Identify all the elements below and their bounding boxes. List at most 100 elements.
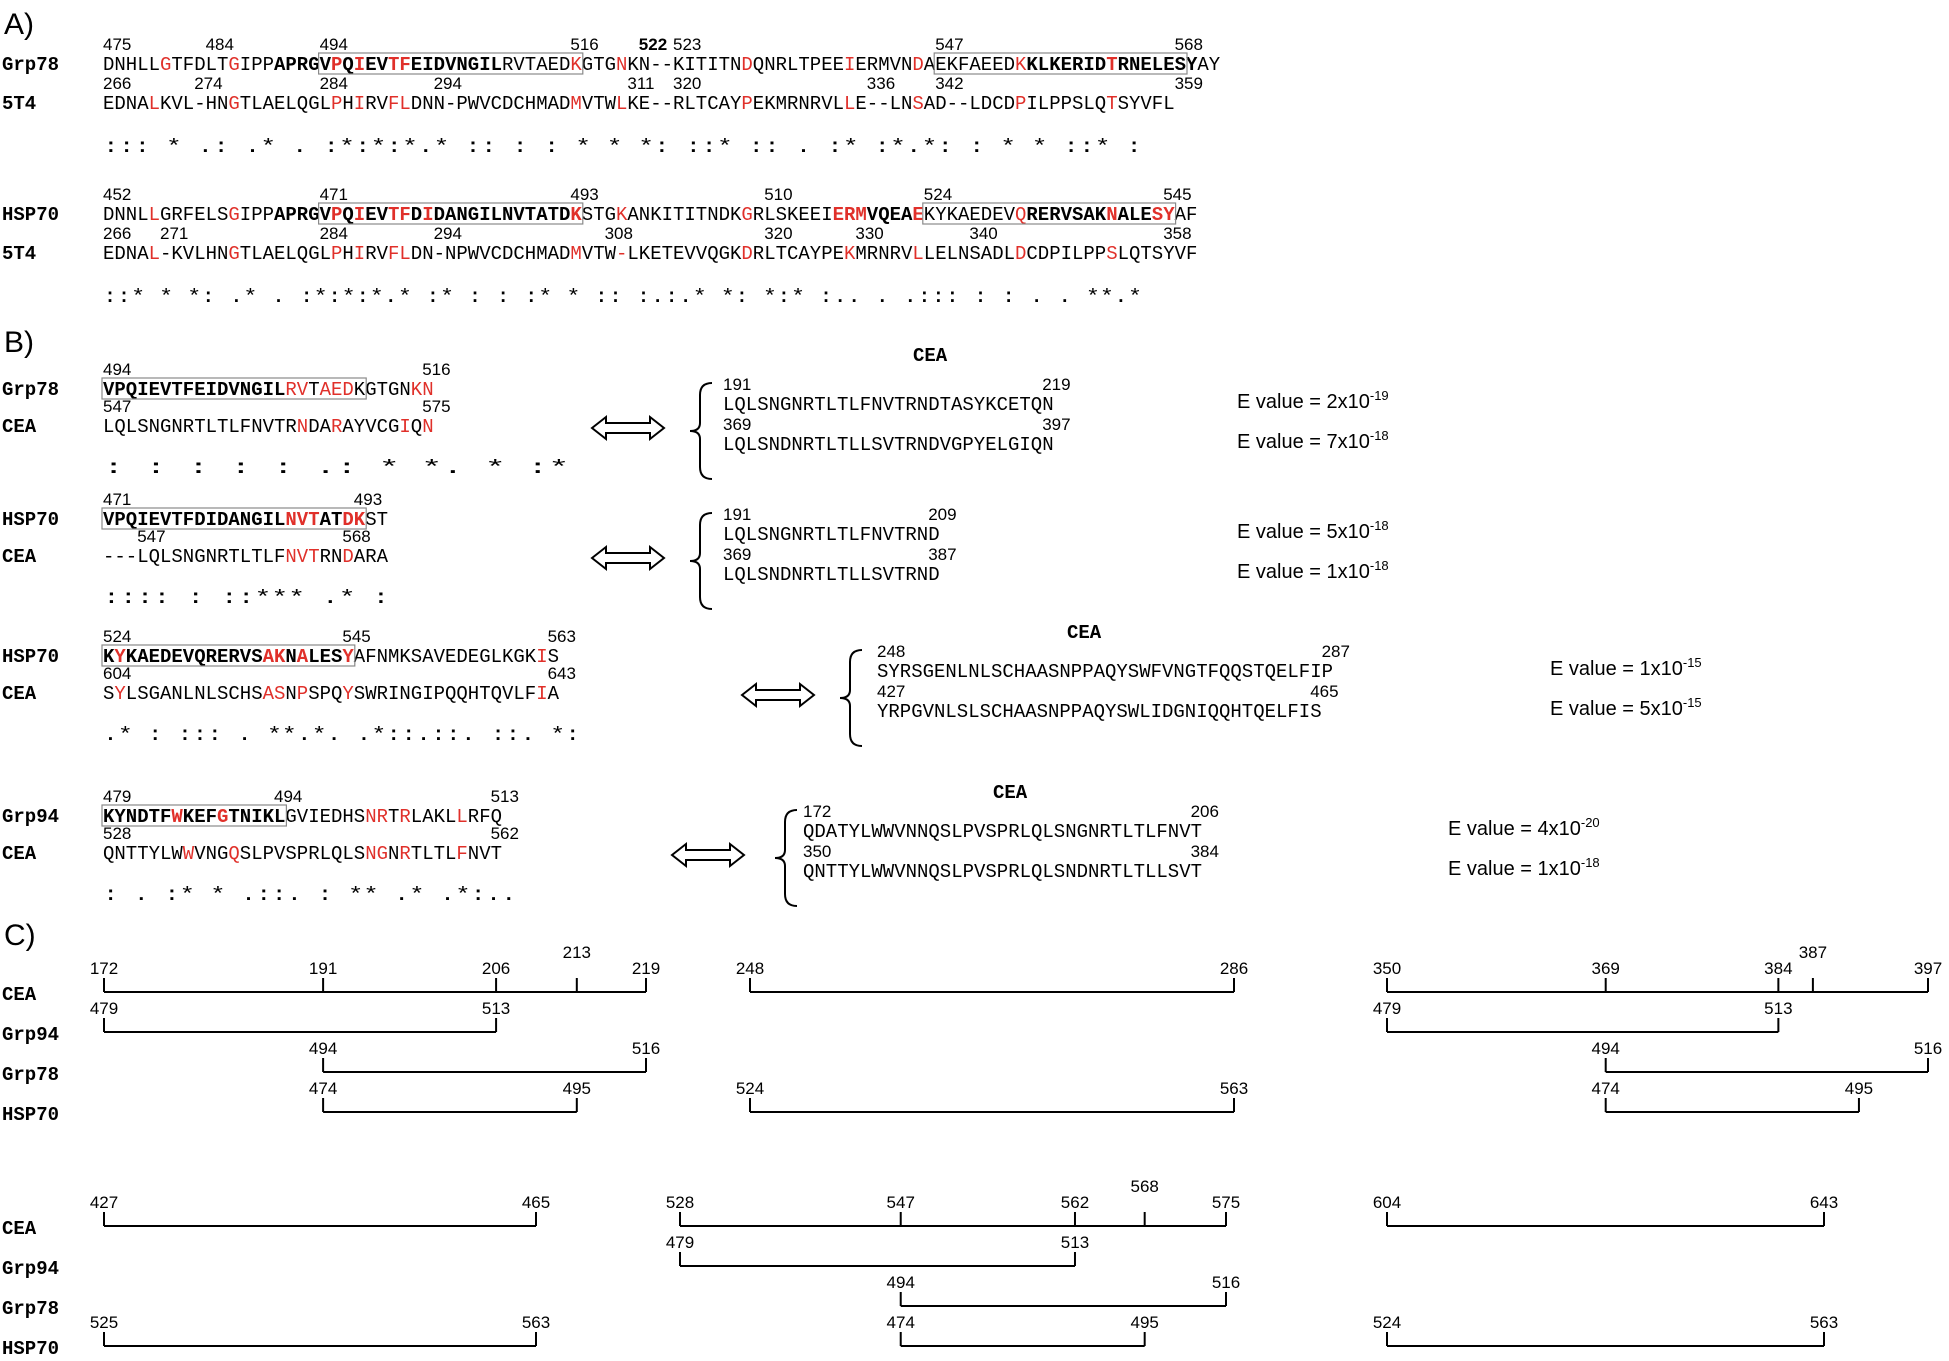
residue: L <box>399 243 410 265</box>
residue: F <box>958 54 969 76</box>
residue: V <box>320 54 332 76</box>
residue: A <box>826 821 838 843</box>
residue: H <box>525 243 536 265</box>
residue-number: 568 <box>342 527 370 546</box>
residue: T <box>525 54 536 76</box>
region-tick-label: 604 <box>1373 1193 1401 1212</box>
residue: D <box>342 509 353 531</box>
residue: I <box>707 54 718 76</box>
residue: I <box>479 204 490 226</box>
residue: V <box>320 204 332 226</box>
residue: S <box>757 394 768 416</box>
e-value: E value = 7x10-18 <box>1237 428 1389 453</box>
residue: T <box>1134 861 1145 883</box>
residue: I <box>1196 701 1207 723</box>
sequence-label: 5T4 <box>2 93 36 115</box>
residue: G <box>308 54 319 76</box>
residue: R <box>1026 204 1038 226</box>
residue: D <box>137 806 148 828</box>
region-tick-label: 387 <box>1799 943 1827 962</box>
residue: L <box>149 204 160 226</box>
residue: A <box>422 806 434 828</box>
residue: E <box>935 243 946 265</box>
residue: N <box>1042 434 1053 456</box>
residue: P <box>900 701 911 723</box>
region-tick-label: 384 <box>1764 959 1792 978</box>
residue: P <box>285 204 296 226</box>
residue: D <box>992 243 1003 265</box>
residue: P <box>997 861 1008 883</box>
residue-number: 471 <box>103 490 131 509</box>
residue: T <box>171 54 182 76</box>
residue: C <box>228 683 239 705</box>
residue: R <box>803 564 814 586</box>
residue: S <box>757 524 768 546</box>
residue: S <box>1116 701 1127 723</box>
e-value-exponent: -19 <box>1370 388 1389 403</box>
residue: G <box>228 204 239 226</box>
residue: W <box>605 243 617 265</box>
residue: E <box>1140 54 1151 76</box>
residue: K <box>627 54 639 76</box>
residue: N <box>798 93 809 115</box>
residue: G <box>780 524 791 546</box>
residue-number: 524 <box>103 627 131 646</box>
residue: N <box>814 861 825 883</box>
residue: L <box>194 243 205 265</box>
cea-title: CEA <box>1067 622 1102 644</box>
residue: N <box>1173 661 1184 683</box>
residue-number: 266 <box>103 74 131 93</box>
residue: P <box>263 843 274 865</box>
residue: T <box>331 509 342 531</box>
sequence-text: ---LQLSNGNRTLTLFNVTRNDARA <box>103 546 389 568</box>
residue: W <box>171 843 183 865</box>
consensus-line: :::: : ::*** .* : <box>103 587 389 609</box>
residue: L <box>1038 54 1049 76</box>
residue: N <box>285 546 296 568</box>
brace-icon <box>689 512 713 610</box>
residue: Y <box>114 646 126 668</box>
residue: D <box>912 54 923 76</box>
residue: G <box>468 204 479 226</box>
sequence-text: EDNAL-KVLHNGTLAELQGLPHIRVFLDN-NPWVCDCHMA… <box>103 243 1197 265</box>
residue: Q <box>1129 243 1140 265</box>
residue: K <box>947 54 959 76</box>
residue: - <box>947 93 958 115</box>
residue: E <box>912 204 923 226</box>
residue: W <box>468 243 480 265</box>
residue: L <box>342 843 353 865</box>
residue: V <box>883 564 895 586</box>
residue: R <box>753 204 764 226</box>
residue: K <box>650 204 662 226</box>
region-tick-label: 495 <box>1130 1313 1158 1332</box>
residue: S <box>1054 821 1065 843</box>
region-tick-label: 191 <box>309 959 337 978</box>
residue: N <box>422 379 433 401</box>
residue: A <box>445 204 457 226</box>
sequence-text: QNTTYLWWVNGQSLPVSPRLQLSNGNRTLTLFNVT <box>103 843 502 865</box>
residue: A <box>548 93 560 115</box>
residue-number: 209 <box>928 505 956 524</box>
residue: I <box>206 509 217 531</box>
residue: N <box>906 861 917 883</box>
residue: V <box>297 379 309 401</box>
residue: E <box>753 93 764 115</box>
residue: T <box>894 564 905 586</box>
residue: D <box>741 243 752 265</box>
residue: F <box>525 683 536 705</box>
residue: L <box>627 243 638 265</box>
residue: N <box>791 394 802 416</box>
residue: N <box>707 204 718 226</box>
residue: S <box>217 204 228 226</box>
residue: C <box>1026 243 1037 265</box>
residue-number: 604 <box>103 664 131 683</box>
residue: L <box>957 661 968 683</box>
residue: L <box>980 661 991 683</box>
residue: N <box>958 243 969 265</box>
residue-number: 427 <box>877 682 905 701</box>
residue: T <box>228 546 239 568</box>
residue: C <box>787 243 798 265</box>
residue-number: 568 <box>1175 35 1203 54</box>
residue: Q <box>114 416 125 438</box>
residue: Y <box>1116 661 1128 683</box>
